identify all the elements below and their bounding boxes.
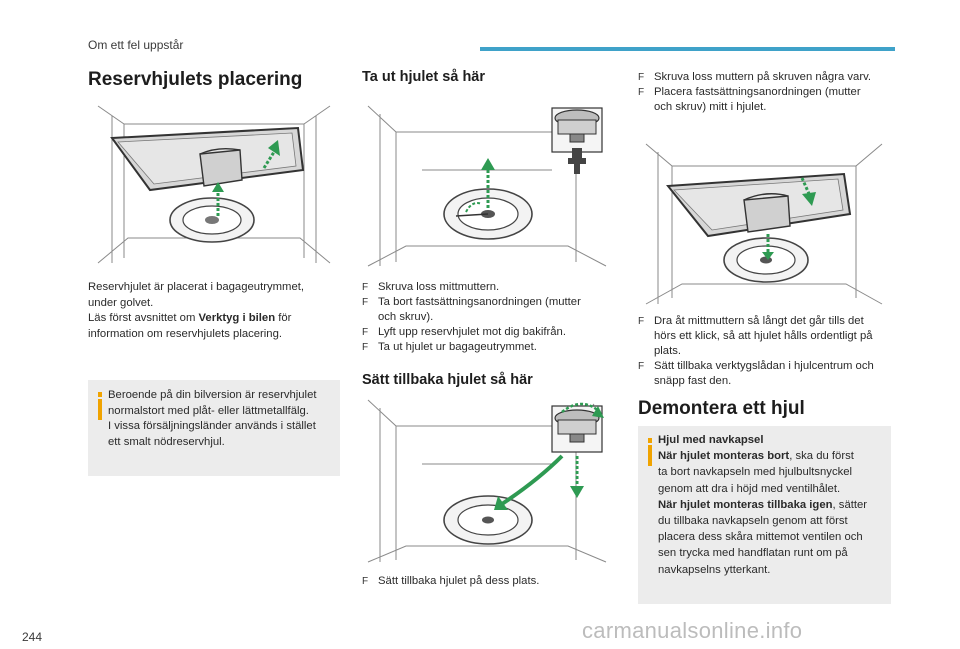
header-accent-bar xyxy=(480,47,895,51)
info-line: sen trycka med handflatan runt om på xyxy=(658,547,848,560)
page-title: Reservhjulets placering xyxy=(88,69,303,90)
section-header: Om ett fel uppstår xyxy=(88,38,184,52)
heading-remove-wheel: Ta ut hjulet så här xyxy=(362,69,486,85)
body-line: information om reservhjulets placering. xyxy=(88,327,283,340)
info-line: ta bort navkapseln med hjulbultsnyckel xyxy=(658,466,853,479)
info-line: När hjulet monteras bort, ska du först xyxy=(658,450,854,463)
reference-link-text: Verktyg i bilen xyxy=(198,312,276,324)
body-line: Reservhjulet är placerat i bagageutrymme… xyxy=(88,281,304,293)
info-line: du tillbaka navkapseln genom att först xyxy=(658,515,848,528)
illustration-remove-wheel xyxy=(362,100,614,268)
info-icon xyxy=(98,392,102,420)
illustration-spare-wheel-location xyxy=(88,98,340,268)
page-number: 244 xyxy=(22,630,43,644)
watermark: carmanualsonline.info xyxy=(582,618,803,643)
body-text: Reservhjulet är placerat i bagageutrymme… xyxy=(88,280,340,342)
info-line: normalstort med plåt- eller lättmetallfä… xyxy=(108,404,309,417)
illustration-tighten-nut xyxy=(638,138,890,306)
info-line: När hjulet monteras tillbaka igen, sätte… xyxy=(658,498,868,511)
body-line-with-reference: Läs först avsnittet om Verktyg i bilen f… xyxy=(88,312,292,324)
info-icon xyxy=(648,438,652,466)
info-line: ett smalt nödreservhjul. xyxy=(108,435,225,448)
info-box-hub-cap: Hjul med navkapsel När hjulet monteras b… xyxy=(638,426,891,604)
body-line: under golvet. xyxy=(88,296,154,309)
info-line: placera dess skåra mittemot ventilen och xyxy=(658,531,863,544)
info-line: genom att dra i höjd med ventilhålet. xyxy=(658,482,841,495)
heading-refit-wheel: Sätt tillbaka hjulet så här xyxy=(362,372,533,388)
info-line: I vissa försäljningsländer används i stä… xyxy=(108,420,316,432)
heading-demount-wheel: Demontera ett hjul xyxy=(638,398,805,419)
info-box-wheel-versions: Beroende på din bilversion är reservhjul… xyxy=(88,380,340,476)
info-heading: Hjul med navkapsel xyxy=(658,434,764,446)
info-line: Beroende på din bilversion är reservhjul… xyxy=(108,389,317,401)
illustration-refit-wheel xyxy=(362,396,614,564)
info-line: navkapselns ytterkant. xyxy=(658,563,771,576)
